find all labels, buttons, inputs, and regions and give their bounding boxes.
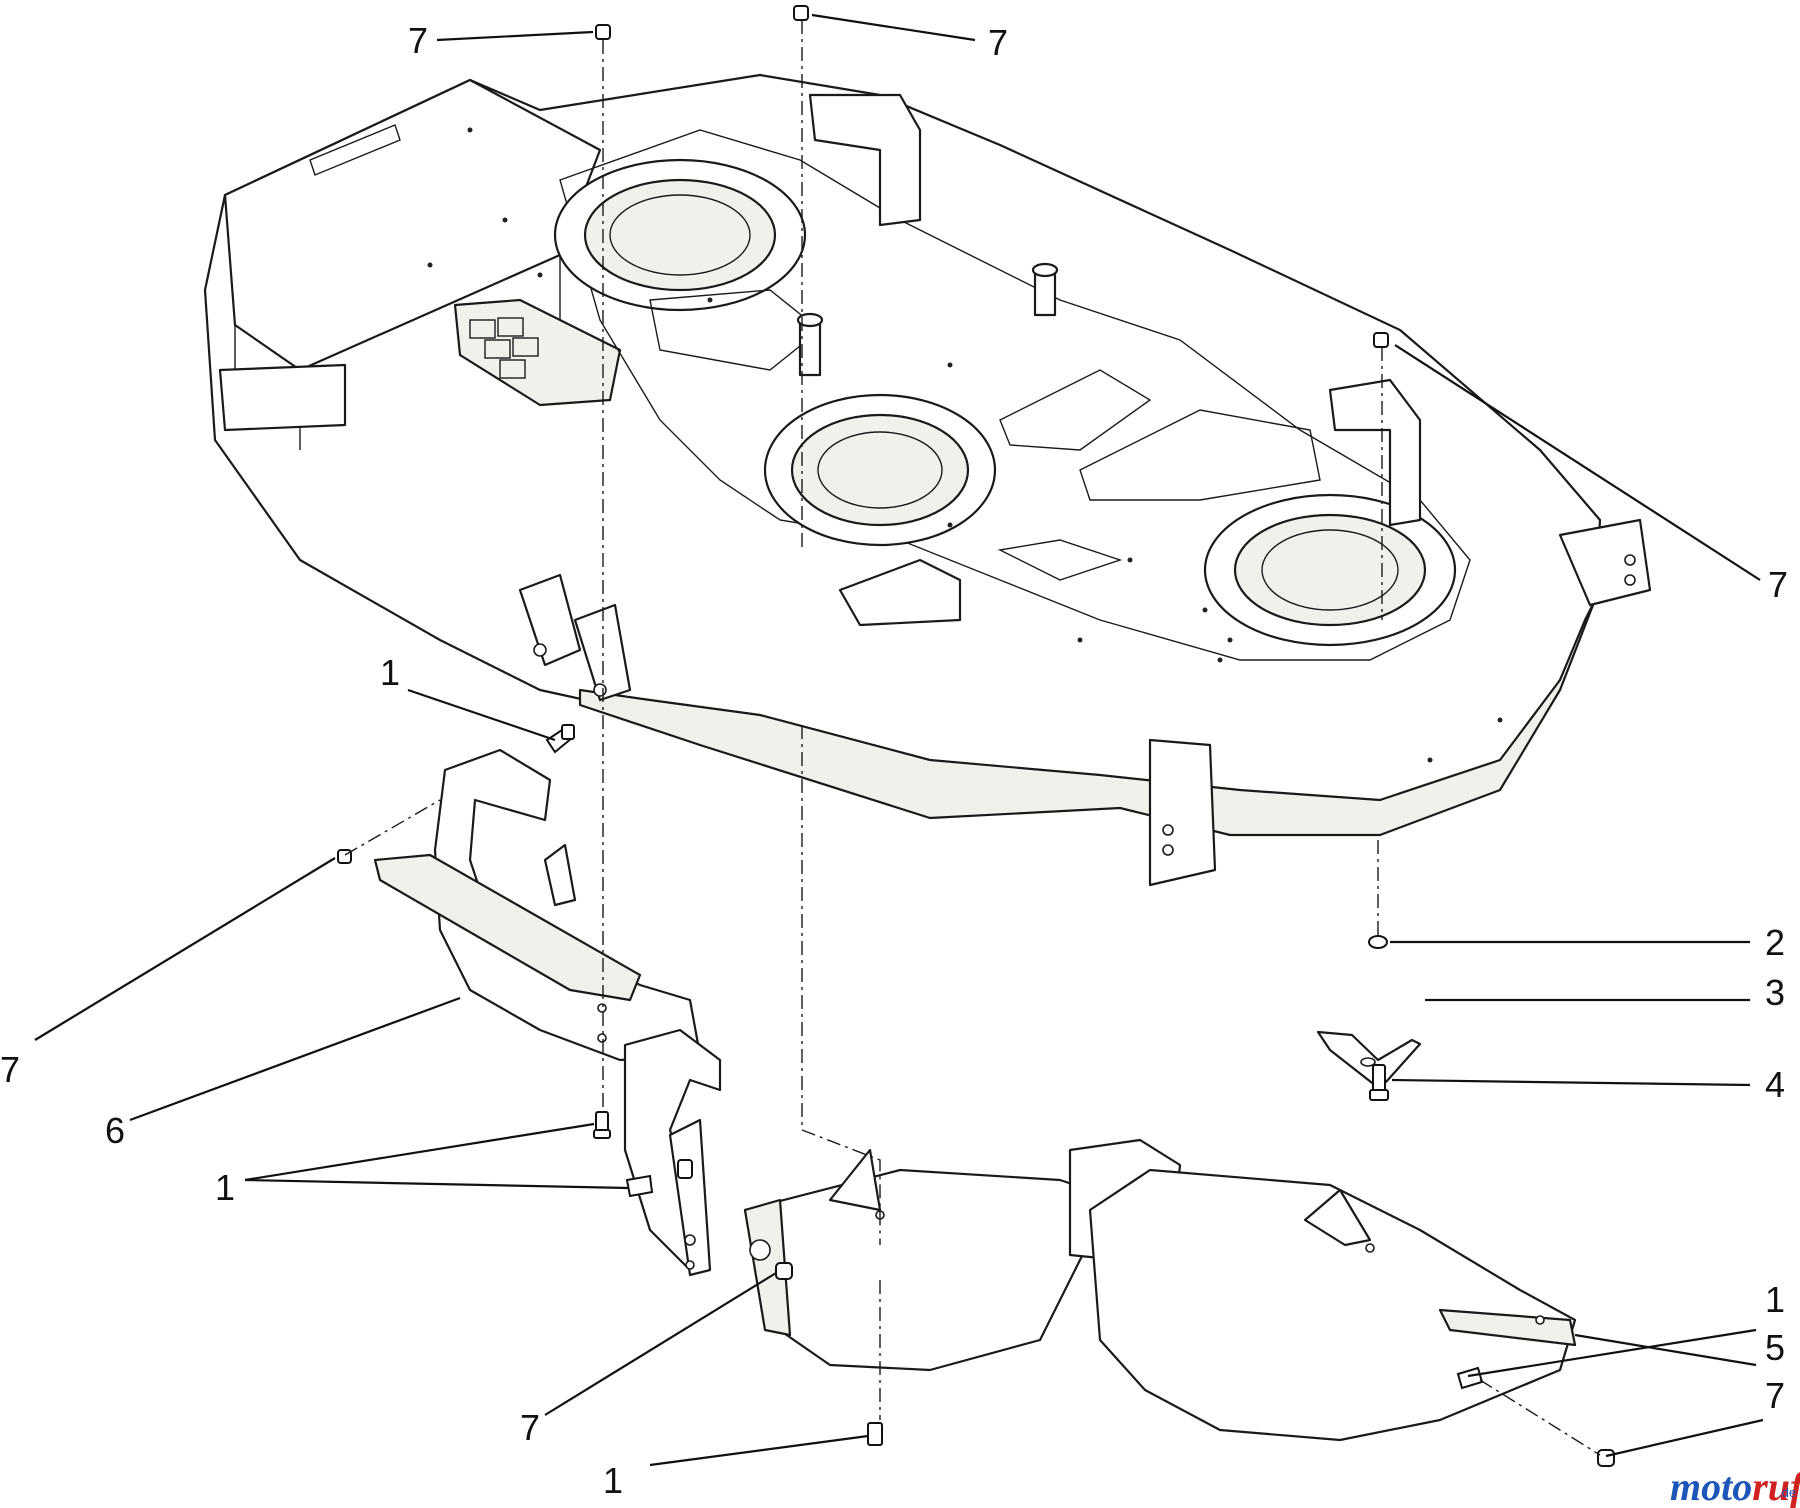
callout-numbers: 7 7 7 1 2 3 4 7 6 1 1 5 7 7 1	[0, 20, 1788, 1501]
baffle-center	[623, 1028, 1122, 1372]
hardware	[337, 5, 1615, 1467]
callout-2: 2	[1765, 922, 1785, 963]
callout-7: 7	[520, 1407, 540, 1448]
spindle-housing-center	[763, 393, 997, 547]
callout-7: 7	[0, 1049, 20, 1090]
spindle-housing-right	[1203, 493, 1457, 647]
assembly-lines	[344, 20, 1601, 1456]
deck-rivets	[427, 127, 1503, 763]
deck-decal	[453, 298, 622, 407]
callout-7: 7	[1765, 1375, 1785, 1416]
callout-1: 1	[215, 1167, 235, 1208]
callout-4: 4	[1765, 1064, 1785, 1105]
callout-6: 6	[105, 1110, 125, 1151]
callout-3: 3	[1765, 972, 1785, 1013]
callout-1: 1	[380, 652, 400, 693]
baffle-part-6	[373, 748, 702, 1062]
svg-text:motoruf: motoruf	[1670, 1464, 1800, 1508]
callout-7: 7	[988, 22, 1008, 63]
callout-7: 7	[1768, 564, 1788, 605]
spindle-housing-left	[553, 158, 807, 312]
callout-1: 1	[1765, 1279, 1785, 1320]
watermark-brand-b: ruf	[1752, 1464, 1800, 1508]
callout-5: 5	[1765, 1327, 1785, 1368]
watermark-brand-a: moto	[1670, 1464, 1752, 1508]
watermark-tld: .de	[1778, 1485, 1796, 1500]
watermark-logo: motoruf .de	[1670, 1464, 1800, 1508]
blade-part-3	[1316, 1030, 1422, 1088]
baffle-part-5	[1068, 1138, 1577, 1442]
callout-7: 7	[408, 20, 428, 61]
mower-deck	[203, 73, 1652, 887]
callout-1: 1	[603, 1460, 623, 1501]
leader-lines	[34, 13, 1764, 1467]
